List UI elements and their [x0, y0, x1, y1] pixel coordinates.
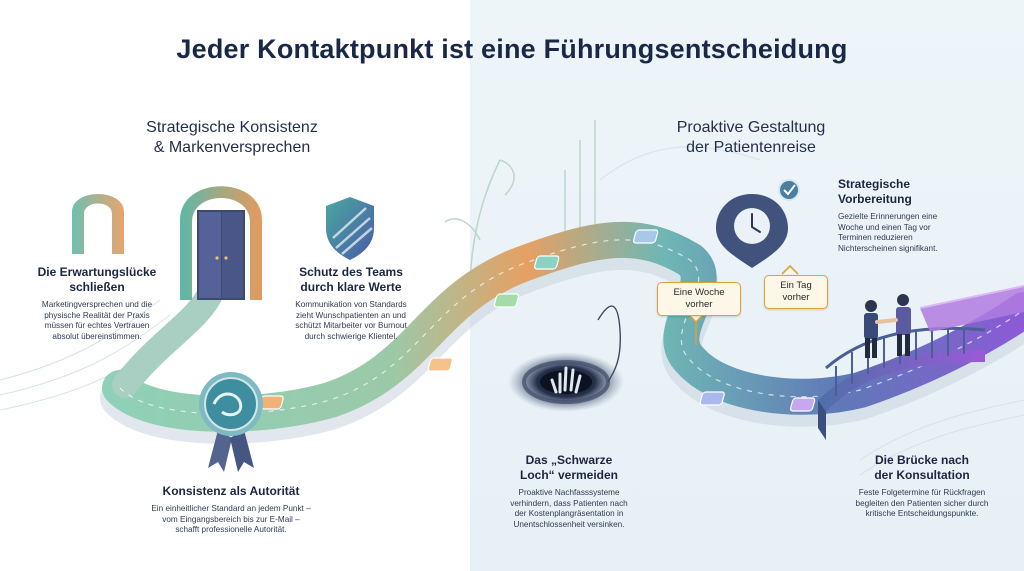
clock-icon	[716, 194, 788, 268]
left-section-title-line1: Strategische Konsistenz	[146, 119, 318, 136]
page-title: Jeder Kontaktpunkt ist eine Führungsents…	[176, 34, 848, 64]
right-section-title: Proaktive Gestaltung der Patientenreise	[636, 118, 866, 158]
black-hole-text-line1: Proaktive Nachfasssysteme	[518, 488, 620, 497]
block-black-hole: Das „Schwarze Loch“ vermeiden Proaktive …	[484, 453, 654, 530]
left-section-title-line2: & Markenversprechen	[153, 139, 311, 156]
block-bridge: Die Brücke nach der Konsultation Feste F…	[832, 453, 1012, 520]
team-protection-text-line2: zieht Wunschpatienten an und	[295, 310, 406, 320]
team-protection-text-line3: schützt Mitarbeiter vor Burnout	[295, 321, 407, 330]
bridge-heading-line2: der Konsultation	[874, 468, 970, 482]
bridge-text-line3: kritische Entscheidungspunkte.	[865, 509, 979, 518]
bubble-day-line2: vorher	[782, 292, 810, 303]
consistency-text-line3: schafft professionelle Autorität.	[175, 525, 287, 534]
black-hole-text-line4: Unentschlossenheit versinken.	[513, 519, 625, 529]
team-protection-text-line1: Kommunikation von Standards	[295, 300, 407, 309]
right-background	[470, 0, 1024, 571]
expectation-gap-text-line4: absolut übereinstimmen.	[52, 331, 142, 341]
preparation-text-line1: Gezielte Erinnerungen eine	[838, 212, 938, 221]
bridge-heading-line1: Die Brücke nach	[874, 453, 970, 467]
rosette-badge-icon	[199, 372, 263, 472]
bridge-text-line2: begleiten den Patienten sicher durch	[855, 498, 989, 508]
bubble-day-pointer	[781, 264, 799, 275]
bridge-text-line1: Feste Folgetermine für Rückfragen	[858, 488, 986, 497]
right-section-title-line1: Proaktive Gestaltung	[676, 119, 826, 136]
block-preparation: Strategische Vorbereitung Gezielte Erinn…	[838, 177, 988, 254]
arch-outline-icon	[72, 194, 124, 254]
bridge-handshake-icon	[818, 285, 1024, 440]
expectation-gap-text-line3: müssen für echtes Vertrauen	[44, 321, 150, 330]
consistency-text-line2: vom Eingangsbereich bis zur E-Mail –	[162, 514, 300, 524]
expectation-gap-heading-line2: schließen	[69, 280, 125, 294]
left-section-title: Strategische Konsistenz & Markenversprec…	[117, 118, 347, 158]
expectation-gap-heading-line1: Die Erwartungslücke	[37, 265, 157, 279]
preparation-text-line2: Woche und einen Tag vor	[838, 222, 931, 232]
team-protection-heading-line1: Schutz des Teams	[299, 265, 403, 279]
preparation-text-line4: Nichterscheinen signifikant.	[838, 243, 938, 253]
consistency-text-line1: Ein einheitlicher Standard an jedem Punk…	[151, 504, 311, 513]
touchpoint-tiles	[258, 229, 816, 412]
team-protection-text-line4: durch schwierige Klientel.	[304, 331, 398, 341]
block-consistency: Konsistenz als Autorität Ein einheitlich…	[128, 484, 334, 536]
bubble-day-line1: Ein Tag	[780, 280, 812, 291]
bubble-week-line1: Eine Woche	[673, 287, 725, 298]
team-protection-heading-line2: durch klare Werte	[300, 280, 402, 294]
check-badge-icon	[778, 179, 800, 201]
path-center-line	[119, 239, 1024, 415]
right-section-title-line2: der Patientenreise	[686, 139, 816, 156]
preparation-heading-line2: Vorbereitung	[838, 192, 912, 206]
preparation-heading-line1: Strategische	[838, 177, 911, 191]
bubble-one-week: Eine Woche vorher	[657, 282, 741, 316]
black-hole-text-line2: verhindern, dass Patienten nach	[510, 498, 628, 508]
shield-icon	[326, 197, 374, 260]
preparation-text-line3: Terminen reduzieren	[838, 233, 913, 242]
bubble-week-line2: vorher	[685, 299, 713, 310]
expectation-gap-text-line1: Marketingversprechen und die	[41, 300, 153, 309]
door-arch-icon	[180, 186, 262, 300]
black-hole-heading-line1: Das „Schwarze	[525, 453, 613, 467]
black-hole-heading-line2: Loch“ vermeiden	[519, 468, 619, 482]
bubble-one-day: Ein Tag vorher	[764, 275, 828, 309]
expectation-gap-text-line2: physische Realität der Praxis	[44, 310, 150, 320]
block-expectation-gap: Die Erwartungslücke schließen Marketingv…	[22, 265, 172, 342]
block-team-protection: Schutz des Teams durch klare Werte Kommu…	[280, 265, 422, 342]
consistency-heading: Konsistenz als Autorität	[162, 484, 300, 498]
vortex-hand-icon	[508, 305, 624, 412]
black-hole-text-line3: der Kostenplangräsentation in	[514, 509, 624, 518]
